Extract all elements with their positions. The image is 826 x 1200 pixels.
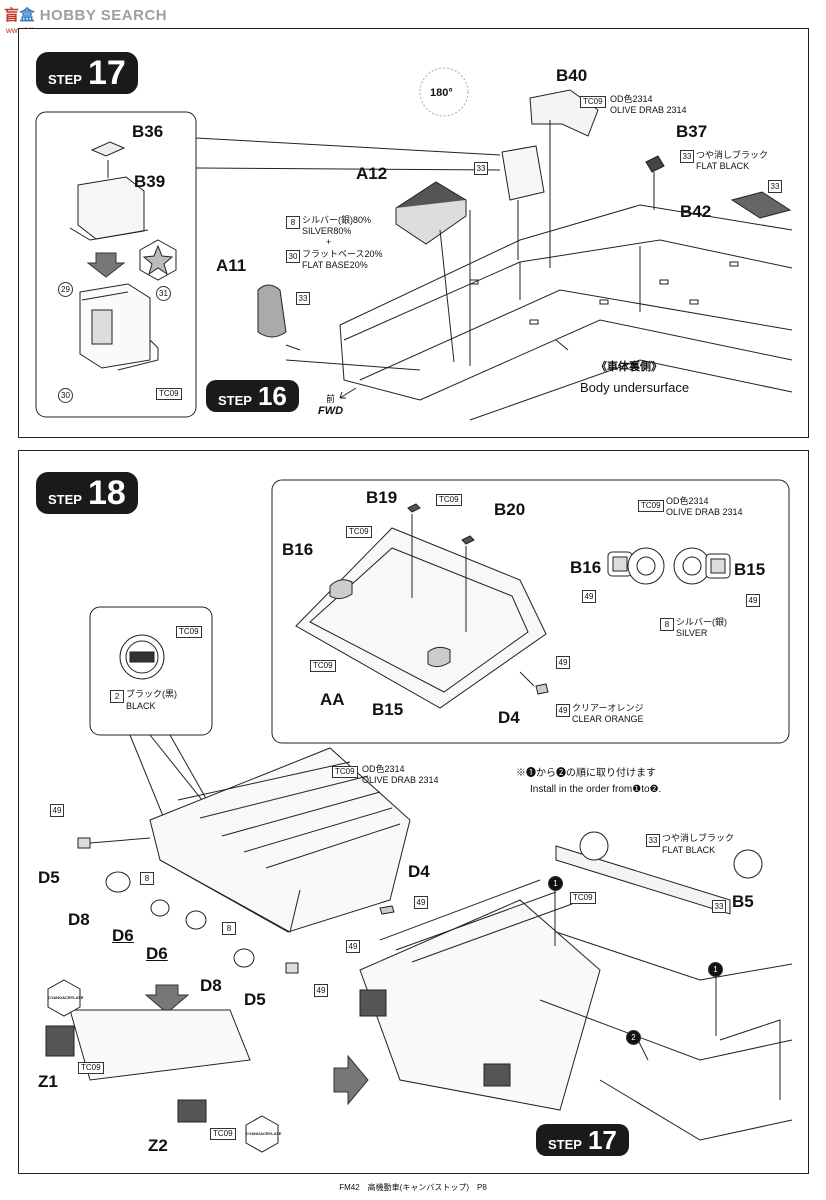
paint-49-grille: 49 [346, 940, 360, 953]
a12-plus: + [326, 237, 332, 247]
part-d4b-label: D4 [408, 862, 430, 881]
paint-30-marker: 30 [58, 388, 73, 403]
paint-2-black: 2 [110, 690, 124, 703]
paint-33-b5b: 33 [712, 900, 726, 913]
order-note-jp: ※❶から❷の順に取り付けます [516, 768, 656, 779]
order-note-en: Install in the order from❶to❷. [530, 784, 662, 795]
paint-33-b42: 33 [768, 180, 782, 193]
part-b19-label: B19 [366, 488, 398, 507]
b40-color-en: OLIVE DRAB 2314 [610, 105, 687, 115]
part-b20-label: B20 [494, 500, 526, 519]
part-b16-label: B16 [282, 540, 314, 559]
fwd-jp: 前 [326, 394, 336, 404]
part-z2-label: Z2 [148, 1136, 168, 1155]
underside-jp: 《車体裏側》 [596, 361, 662, 373]
paint-49-d4: 49 [556, 704, 570, 717]
paint-49-aa: 49 [556, 656, 570, 669]
order-1-marker-b: 1 [708, 962, 723, 977]
grille-od-jp: OD色2314 [362, 764, 405, 774]
paint-33-b37: 33 [680, 150, 694, 163]
tc09-tag-b20: TC09 [436, 494, 462, 506]
tc09-tag-b40: TC09 [580, 96, 606, 108]
tc09-tag-grille: TC09 [332, 766, 358, 778]
underside-en: Body undersurface [580, 380, 690, 395]
tc09-tag-black-lamp: TC09 [176, 626, 202, 638]
paint-33-a12: 33 [474, 162, 488, 175]
paint-8-d6: 8 [222, 922, 236, 935]
paint-33-a11: 33 [296, 292, 310, 305]
black-jp: ブラック(黒) [126, 689, 177, 699]
a12-mix2-jp: フラットベース20% [302, 249, 383, 259]
grille-od-en: OLIVE DRAB 2314 [362, 775, 439, 785]
part-b42-label: B42 [680, 202, 712, 221]
tc09-tag-z1: TC09 [78, 1062, 104, 1074]
b5-flat-black-en: FLAT BLACK [662, 845, 716, 855]
paint-49-d5b: 49 [314, 984, 328, 997]
a12-mix1-jp: シルバー(銀)80% [302, 215, 372, 225]
part-b15b-label: B15 [734, 560, 766, 579]
part-b40-label: B40 [556, 66, 588, 85]
rotation-label: 180° [430, 87, 453, 99]
part-d6-label: D6 [112, 926, 134, 945]
lamps-od-en: OLIVE DRAB 2314 [666, 507, 743, 517]
tc09-tag-z2: TC09 [210, 1128, 236, 1140]
paint-49-d4b: 49 [414, 896, 428, 909]
paint-49-d5: 49 [50, 804, 64, 817]
paint-49-b15: 49 [746, 594, 760, 607]
b37-color-en: FLAT BLACK [696, 161, 750, 171]
cyano-label-2: CYANOACRYLATE [246, 1131, 282, 1136]
tc09-tag-lamps: TC09 [638, 500, 664, 512]
paint-8-a12: 8 [286, 216, 300, 229]
part-d5-label: D5 [38, 868, 60, 887]
part-b37-label: B37 [676, 122, 708, 141]
order-2-marker: 2 [626, 1030, 641, 1045]
paint-33-b5: 33 [646, 834, 660, 847]
paint-8-d8: 8 [140, 872, 154, 885]
order-1-marker-a: 1 [548, 876, 563, 891]
b37-color-jp: つや消しブラック [696, 150, 769, 160]
part-aa-label: AA [320, 690, 345, 709]
paint-29-marker: 29 [58, 282, 73, 297]
part-b5-label: B5 [732, 892, 754, 911]
part-b36-label: B36 [132, 122, 164, 141]
part-d5b-label: D5 [244, 990, 266, 1009]
black-en: BLACK [126, 701, 156, 711]
lamps-od-jp: OD色2314 [666, 496, 709, 506]
part-b39-label: B39 [134, 172, 166, 191]
clear-orange-jp: クリアーオレンジ [572, 703, 644, 713]
paint-31-marker: 31 [156, 286, 171, 301]
part-b16b-label: B16 [570, 558, 602, 577]
page-footer: FM42 高機動車(キャンバストップ) P8 [339, 1183, 487, 1192]
fwd-en: FWD [318, 405, 344, 417]
part-a11-label: A11 [216, 256, 247, 275]
cyano-label-1: CYANOACRYLATE [48, 995, 84, 1000]
tc09-tag-b5: TC09 [570, 892, 596, 904]
tc09-tag-inset: TC09 [156, 388, 182, 400]
paint-8-lamps: 8 [660, 618, 674, 631]
tc09-tag-aa: TC09 [310, 660, 336, 672]
part-d6b-label: D6 [146, 944, 168, 963]
b5-flat-black-jp: つや消しブラック [662, 833, 735, 843]
part-d4-label: D4 [498, 708, 520, 727]
b40-color-jp: OD色2314 [610, 94, 653, 104]
part-d8b-label: D8 [200, 976, 222, 995]
part-d8-label: D8 [68, 910, 90, 929]
silver-en: SILVER [676, 628, 708, 638]
part-z1-label: Z1 [38, 1072, 58, 1091]
clear-orange-en: CLEAR ORANGE [572, 714, 644, 724]
a12-mix2-en: FLAT BASE20% [302, 260, 368, 270]
part-b15-label: B15 [372, 700, 404, 719]
paint-30-a12: 30 [286, 250, 300, 263]
part-a12-label: A12 [356, 164, 388, 183]
a12-mix1-en: SILVER80% [302, 226, 352, 236]
tc09-tag-aa-top: TC09 [346, 526, 372, 538]
paint-49-b16: 49 [582, 590, 596, 603]
watermark: 盲盒 HOBBY SEARCH [4, 7, 168, 24]
silver-jp: シルバー(銀) [676, 617, 727, 627]
